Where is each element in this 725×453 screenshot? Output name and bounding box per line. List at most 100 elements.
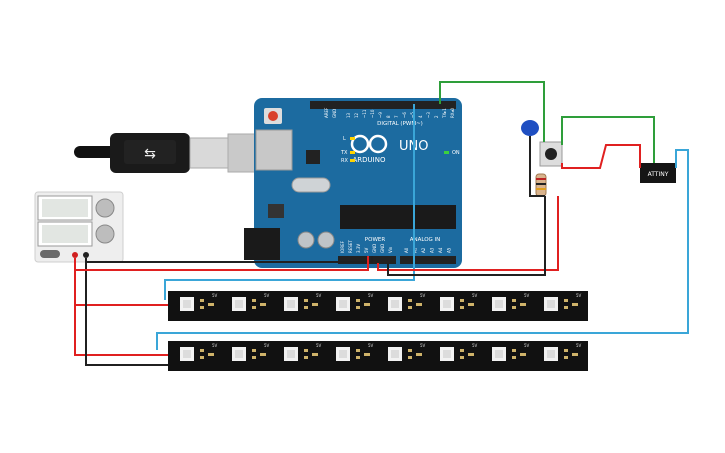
- digital-pin-label: ~3: [426, 112, 431, 118]
- pad: [208, 353, 214, 356]
- digital-pin-label: 4: [418, 115, 423, 118]
- led-pixel-core: [235, 300, 243, 308]
- analog-pin-label: A5: [447, 247, 452, 253]
- pixel-voltage-label: 5V: [316, 343, 322, 348]
- analog-pin-label: A2: [421, 247, 426, 253]
- led-pixel-core: [287, 300, 295, 308]
- pixel-voltage-label: 5V: [524, 293, 530, 298]
- supply-positive-terminal[interactable]: [72, 252, 78, 258]
- voltage-knob[interactable]: [95, 198, 115, 218]
- usb-cable: ⇆: [74, 133, 265, 173]
- power-pin-label: 5V: [364, 247, 369, 253]
- pad: [416, 353, 422, 356]
- tx-label: TX: [340, 150, 348, 156]
- pad: [572, 303, 578, 306]
- pad: [356, 306, 360, 309]
- pad: [460, 306, 464, 309]
- pad: [512, 349, 516, 352]
- gnd-label: GND: [332, 109, 337, 118]
- led-pixel-core: [495, 350, 503, 358]
- analog-pin-label: A4: [438, 247, 443, 253]
- power-pin-label: Vin: [388, 246, 393, 253]
- pad: [408, 356, 412, 359]
- pad: [564, 299, 568, 302]
- pad: [408, 349, 412, 352]
- pad: [252, 356, 256, 359]
- analog-header[interactable]: [400, 256, 456, 264]
- attiny-chip[interactable]: ATTINY: [640, 163, 676, 183]
- pixel-voltage-label: 5V: [576, 343, 582, 348]
- pad: [304, 306, 308, 309]
- led-pixel-core: [339, 350, 347, 358]
- digital-pin-label: 12: [354, 112, 359, 118]
- digital-pin-label: RX◂0: [450, 107, 455, 118]
- digital-pin-label: ~11: [362, 109, 367, 118]
- digital-label: DIGITAL (PWM~): [377, 121, 423, 127]
- pad: [260, 353, 266, 356]
- pixel-voltage-label: 5V: [420, 293, 426, 298]
- led-pixel-core: [339, 300, 347, 308]
- power-supply[interactable]: [34, 191, 124, 263]
- power-pin-label: 3.3V: [356, 244, 361, 253]
- supply-negative-terminal[interactable]: [83, 252, 89, 258]
- resistor: [535, 173, 547, 197]
- power-pin-label: IOREF: [340, 240, 345, 253]
- capacitor: [521, 120, 539, 136]
- digital-pin-label: 2: [434, 115, 439, 118]
- digital-header[interactable]: [310, 101, 456, 109]
- pad: [416, 303, 422, 306]
- led-pixel-core: [183, 350, 191, 358]
- l-label: L: [343, 136, 346, 142]
- pad: [208, 303, 214, 306]
- reset-button[interactable]: [268, 111, 278, 121]
- atmega-chip: [340, 205, 456, 229]
- crystal: [291, 177, 331, 193]
- pixel-voltage-label: 5V: [316, 293, 322, 298]
- pad: [252, 299, 256, 302]
- pixel-voltage-label: 5V: [420, 343, 426, 348]
- arduino-uno[interactable]: ARDUINO UNO DIGITAL (PWM~) POWER ANALOG …: [244, 98, 462, 268]
- pad: [200, 356, 204, 359]
- power-led: [444, 151, 449, 154]
- led-pixel-core: [443, 350, 451, 358]
- digital-pin-label: 7: [394, 115, 399, 118]
- pad: [520, 353, 526, 356]
- current-knob[interactable]: [95, 224, 115, 244]
- pixel-voltage-label: 5V: [264, 343, 270, 348]
- pad: [460, 349, 464, 352]
- pad: [200, 306, 204, 309]
- power-pin-label: GND: [372, 244, 377, 253]
- pad: [564, 306, 568, 309]
- power-jack: [244, 228, 280, 260]
- pad: [260, 303, 266, 306]
- analog-pin-label: A0: [404, 247, 409, 253]
- led-pixel-core: [235, 350, 243, 358]
- usb-icon: ⇆: [144, 146, 156, 162]
- pixel-voltage-label: 5V: [524, 343, 530, 348]
- pad: [200, 299, 204, 302]
- power-switch[interactable]: [40, 250, 60, 258]
- pad: [364, 303, 370, 306]
- pad: [364, 353, 370, 356]
- pixel-voltage-label: 5V: [368, 343, 374, 348]
- led-pixel-core: [287, 350, 295, 358]
- pixel-voltage-label: 5V: [212, 293, 218, 298]
- pixel-voltage-label: 5V: [472, 343, 478, 348]
- pad: [408, 306, 412, 309]
- led-pixel-core: [391, 300, 399, 308]
- pad: [304, 356, 308, 359]
- usb-socket: [255, 129, 293, 171]
- pad: [460, 299, 464, 302]
- led-pixel-core: [443, 300, 451, 308]
- pad: [572, 353, 578, 356]
- push-button[interactable]: [539, 141, 563, 167]
- digital-pin-label: ~10: [370, 109, 375, 118]
- pixel-voltage-label: 5V: [472, 293, 478, 298]
- digital-pin-label: 13: [346, 112, 351, 118]
- pad: [564, 356, 568, 359]
- analog-label: ANALOG IN: [410, 237, 441, 243]
- rx-label: RX: [341, 158, 348, 164]
